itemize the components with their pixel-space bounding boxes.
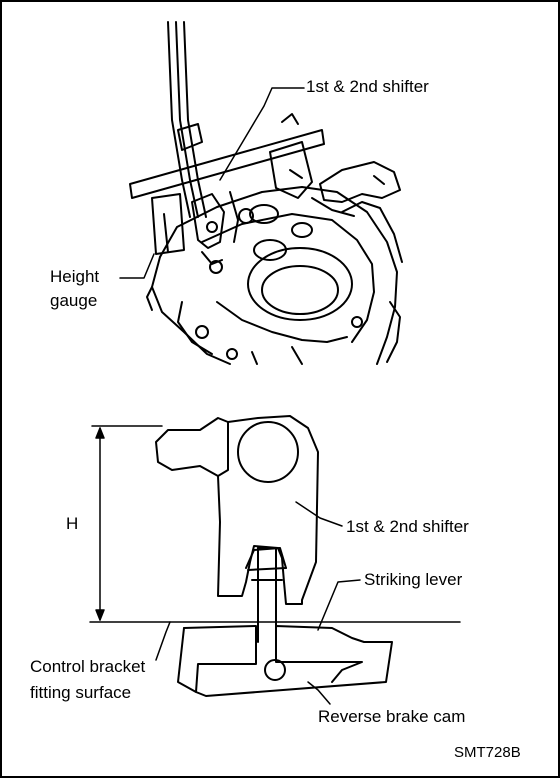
figure-code: SMT728B xyxy=(454,744,521,761)
leader-line-reverse-brake-cam xyxy=(307,681,331,705)
shifter-part xyxy=(155,415,319,605)
leader-line-shifter-top xyxy=(219,87,305,181)
label-dimension-h: H xyxy=(66,514,79,533)
leader-line-control-bracket xyxy=(155,621,171,661)
height-gauge-tool xyxy=(129,21,325,274)
label-shifter-top: 1st & 2nd shifter xyxy=(306,77,429,96)
leader-line-height-gauge xyxy=(119,253,155,279)
label-shifter-bottom: 1st & 2nd shifter xyxy=(346,517,469,536)
label-control-bracket-line2: fitting surface xyxy=(30,683,132,702)
striking-lever xyxy=(247,547,287,643)
reverse-brake-cam xyxy=(177,625,393,697)
label-striking-lever: Striking lever xyxy=(364,570,463,589)
label-control-bracket-line1: Control bracket xyxy=(30,657,146,676)
leader-line-striking-lever xyxy=(317,579,361,631)
label-reverse-brake-cam: Reverse brake cam xyxy=(318,707,466,726)
leader-line-shifter-bottom xyxy=(295,501,343,527)
label-height-gauge-line2: gauge xyxy=(50,291,98,310)
label-height-gauge-line1: Height xyxy=(50,267,100,286)
dimension-h xyxy=(91,425,163,621)
transmission-case xyxy=(146,161,403,365)
